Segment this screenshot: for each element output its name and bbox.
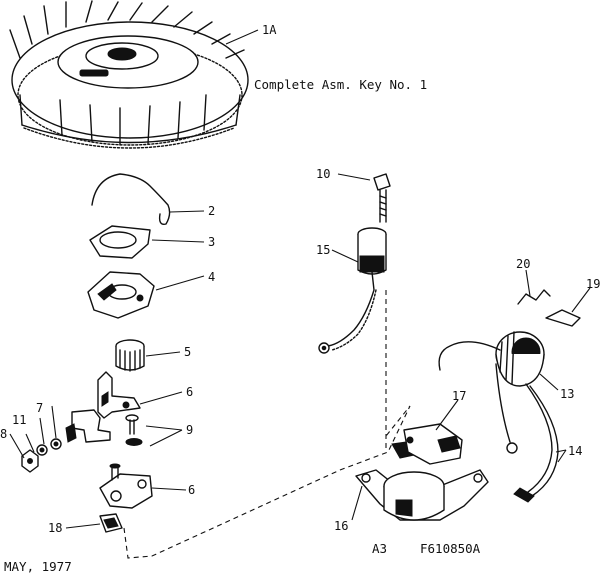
label-10: 10: [316, 167, 330, 181]
label-20: 20: [516, 257, 530, 271]
caption-complete-assembly: Complete Asm. Key No. 1: [254, 77, 427, 92]
label-5: 5: [184, 345, 191, 359]
spring-drawing: [517, 289, 581, 327]
plate-drawing: [87, 271, 155, 319]
point-bracket-drawing: [21, 409, 111, 473]
label-2: 2: [208, 204, 215, 218]
label-19: 19: [586, 277, 600, 291]
label-15: 15: [316, 243, 330, 257]
label-16: 16: [334, 519, 348, 533]
condenser-drawing: [318, 227, 387, 354]
label-14: 14: [568, 444, 582, 458]
label-6-upper: 6: [186, 385, 193, 399]
lower-bracket-drawing: [99, 463, 153, 509]
screw-drawing: [125, 414, 143, 446]
label-18: 18: [48, 521, 62, 535]
leader-lines: [9, 29, 591, 529]
spring-clip-drawing: [91, 173, 171, 225]
flywheel-drawing: [9, 0, 249, 149]
breaker-arm-drawing: [97, 371, 141, 419]
label-11: 11: [12, 413, 26, 427]
label-7: 7: [36, 401, 43, 415]
footer-code-left: A3: [372, 541, 387, 556]
label-3: 3: [208, 235, 215, 249]
label-13: 13: [560, 387, 574, 401]
label-9: 9: [186, 423, 193, 437]
label-6-lower: 6: [188, 483, 195, 497]
label-1a: 1A: [262, 23, 277, 37]
lead-wires-drawing: [513, 383, 559, 503]
bolt-drawing: [373, 173, 391, 223]
ground-lead-dashed: [123, 405, 411, 559]
cap-drawing: [99, 513, 123, 533]
gasket-drawing: [89, 225, 151, 259]
label-17: 17: [452, 389, 466, 403]
label-4: 4: [208, 270, 215, 284]
label-8: 8: [0, 427, 7, 441]
footer-code-right: F610850A: [420, 541, 481, 556]
sleeve-drawing: [115, 339, 145, 372]
footer-date: MAY, 1977: [4, 559, 72, 574]
coil-drawing: [438, 331, 545, 454]
stator-bracket-drawing: [355, 423, 489, 521]
